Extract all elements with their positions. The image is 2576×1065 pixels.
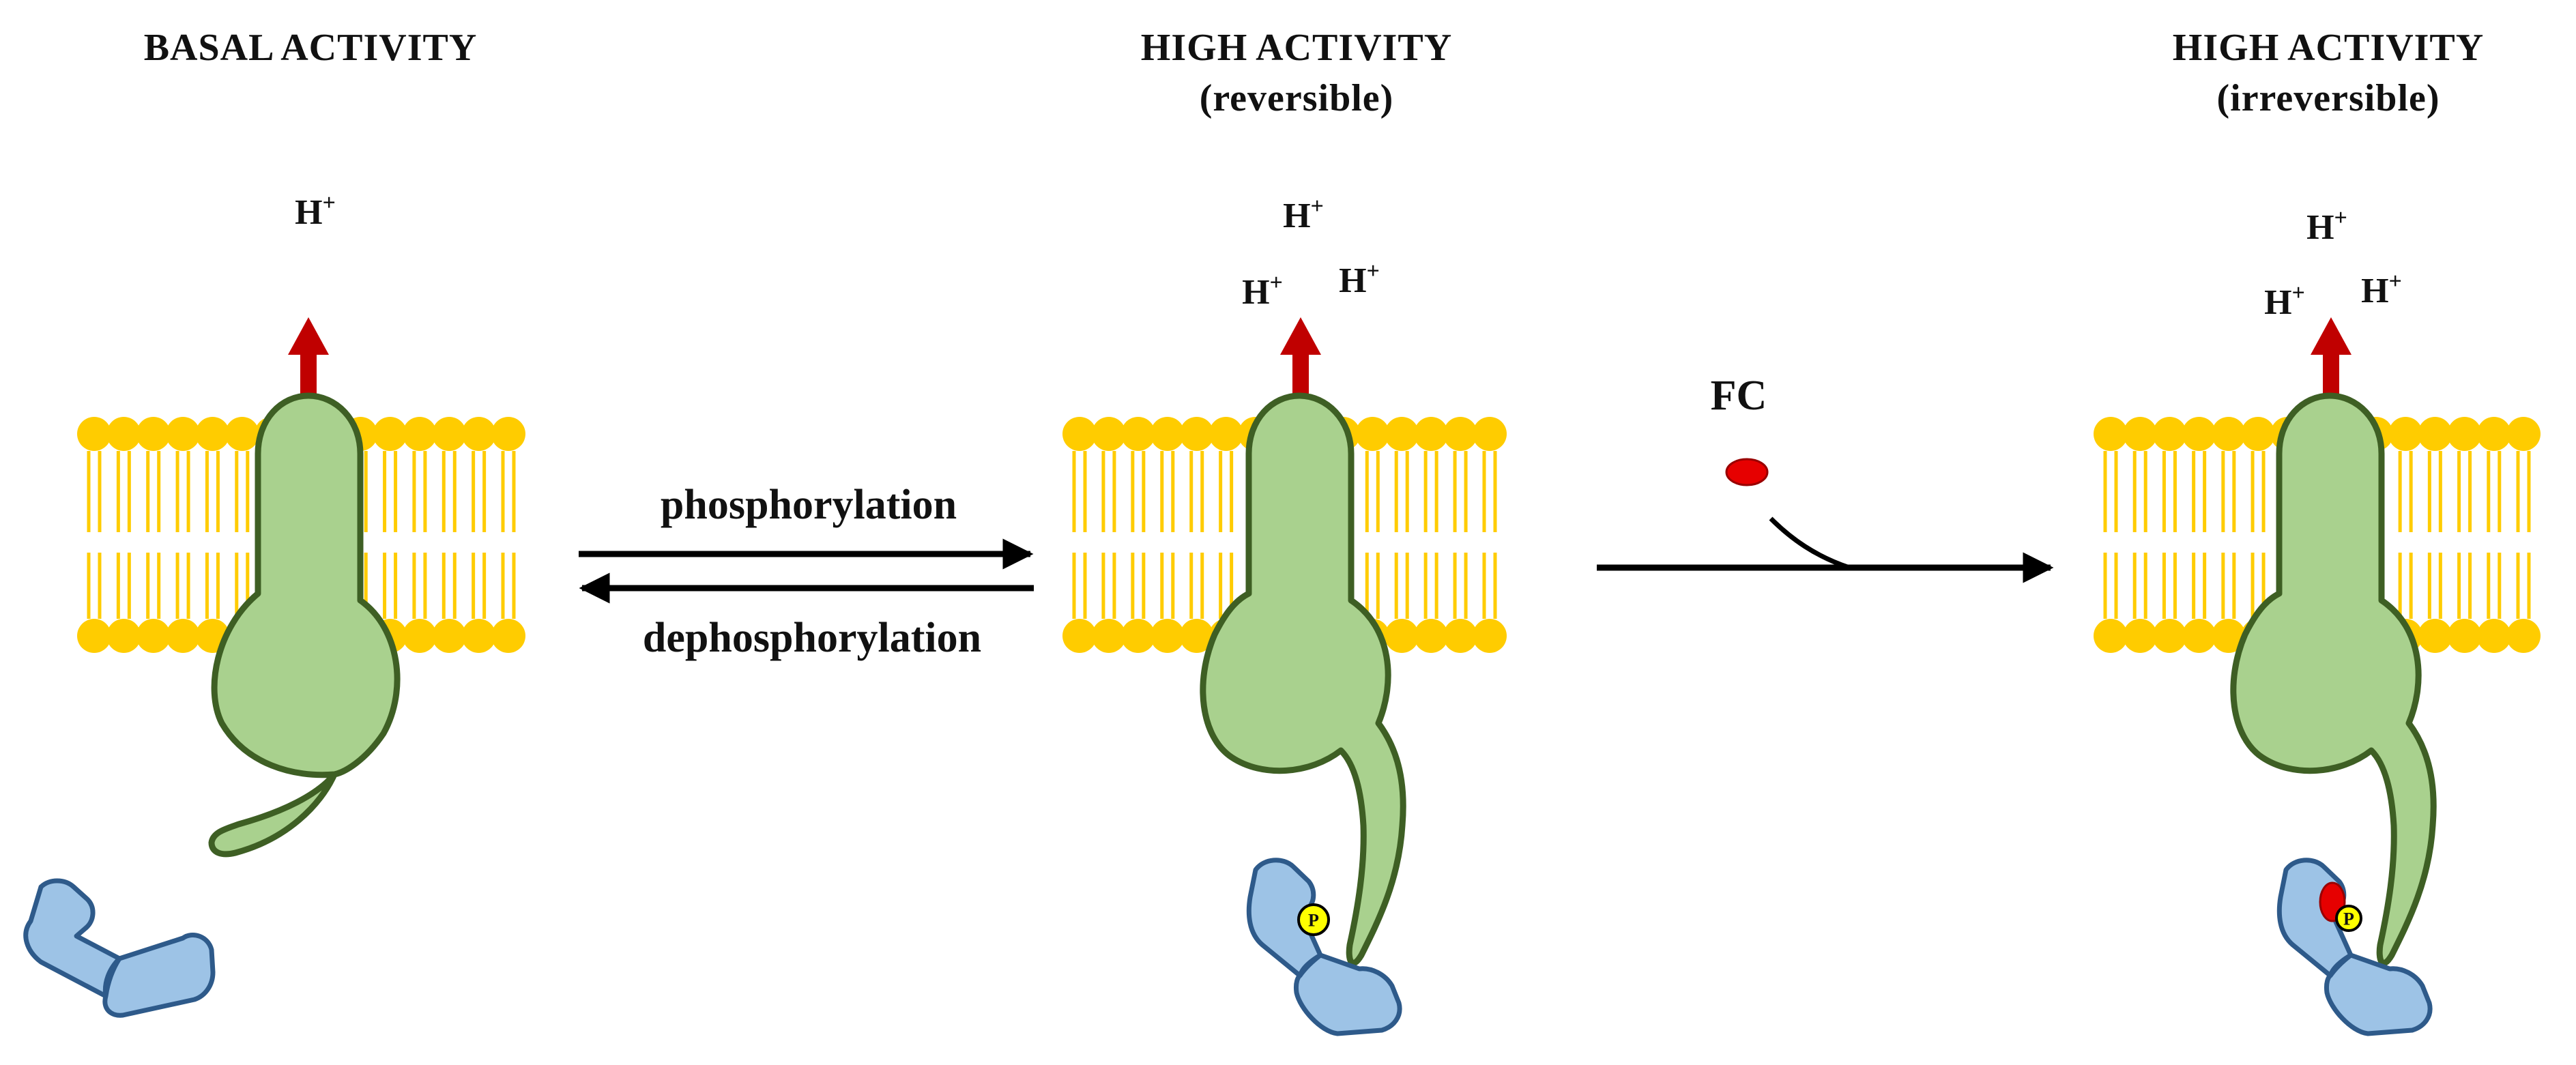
- lipid-head: [1385, 417, 1419, 451]
- lipid-head: [2152, 417, 2187, 451]
- lipid-head: [1120, 619, 1155, 653]
- lipid-head: [1355, 417, 1390, 451]
- proton-pump-activated: [2230, 392, 2437, 967]
- proton-pump-basal: [208, 392, 401, 858]
- lipid-head: [2418, 619, 2452, 653]
- lipid-head: [2211, 619, 2246, 653]
- proton-efflux-arrow: [2311, 317, 2351, 399]
- phosphorylation-label: phosphorylation: [661, 482, 957, 528]
- basal-activity-title: BASAL ACTIVITY: [144, 27, 478, 69]
- lipid-head: [1473, 417, 1507, 451]
- proton-pump-activated: [1200, 392, 1406, 967]
- dephosphorylation-label: dephosphorylation: [643, 615, 981, 661]
- lipid-head: [2388, 417, 2423, 451]
- lipid-head: [2418, 417, 2452, 451]
- lipid-head: [2447, 619, 2482, 653]
- phosphate-group: P: [1297, 903, 1330, 936]
- lipid-head: [432, 417, 467, 451]
- lipid-head: [2476, 619, 2511, 653]
- phosphate-group: P: [2335, 905, 2362, 932]
- reversible-activity-subtitle: (reversible): [1200, 77, 1394, 119]
- proton-label: H+: [1242, 270, 1283, 312]
- lipid-head: [1091, 619, 1126, 653]
- lipid-head: [166, 417, 201, 451]
- irreversible-activity-title: HIGH ACTIVITY: [2173, 27, 2484, 69]
- reversible-activity-title: HIGH ACTIVITY: [1141, 27, 1452, 69]
- lipid-head: [2182, 417, 2216, 451]
- lipid-head: [1414, 417, 1449, 451]
- lipid-head: [402, 619, 437, 653]
- lipid-head: [2123, 619, 2158, 653]
- lipid-head: [1179, 417, 1214, 451]
- lipid-head: [1443, 619, 1478, 653]
- lipid-head: [77, 619, 111, 653]
- lipid-head: [2094, 417, 2128, 451]
- lipid-head: [2152, 619, 2187, 653]
- proton-efflux-arrow: [288, 317, 329, 399]
- lipid-head: [491, 417, 525, 451]
- lipid-head: [2094, 619, 2128, 653]
- lipid-head: [402, 417, 437, 451]
- phosphate-label: P: [1308, 911, 1319, 931]
- 14-3-3-protein-dissociated: [23, 878, 216, 1018]
- lipid-head: [2211, 417, 2246, 451]
- lipid-head: [2123, 417, 2158, 451]
- lipid-head: [1120, 417, 1155, 451]
- proton-efflux-arrow: [1280, 317, 1321, 399]
- lipid-head: [1209, 417, 1243, 451]
- lipid-head: [166, 619, 201, 653]
- proton-label: H+: [295, 190, 336, 232]
- lipid-head: [491, 619, 525, 653]
- lipid-head: [2506, 619, 2541, 653]
- lipid-head: [1473, 619, 1507, 653]
- proton-label: H+: [2361, 269, 2402, 310]
- fusicoccin-label: FC: [1711, 373, 1767, 419]
- lipid-head: [2447, 417, 2482, 451]
- lipid-head: [1414, 619, 1449, 653]
- irreversible-activity-subtitle: (irreversible): [2216, 77, 2440, 119]
- proton-label: H+: [2264, 280, 2305, 322]
- lipid-head: [1062, 417, 1097, 451]
- lipid-head: [1150, 417, 1185, 451]
- lipid-head: [373, 417, 407, 451]
- lipid-head: [136, 417, 171, 451]
- lipid-head: [2241, 417, 2276, 451]
- lipid-head: [461, 417, 496, 451]
- proton-label: H+: [1283, 194, 1324, 235]
- lipid-head: [2476, 417, 2511, 451]
- 14-3-3-protein-bound: [1246, 858, 1402, 1036]
- proton-label: H+: [2306, 205, 2347, 247]
- phosphate-label: P: [2343, 909, 2354, 929]
- lipid-head: [1179, 619, 1214, 653]
- lipid-head: [2506, 417, 2541, 451]
- proton-label: H+: [1339, 259, 1380, 300]
- lipid-head: [2182, 619, 2216, 653]
- lipid-head: [77, 417, 111, 451]
- lipid-head: [106, 417, 141, 451]
- lipid-head: [1062, 619, 1097, 653]
- fusicoccin-molecule: [1725, 458, 1769, 486]
- lipid-head: [106, 619, 141, 653]
- lipid-head: [1443, 417, 1478, 451]
- lipid-head: [225, 417, 259, 451]
- lipid-head: [1091, 417, 1126, 451]
- lipid-head: [195, 417, 230, 451]
- lipid-head: [461, 619, 496, 653]
- lipid-head: [1385, 619, 1419, 653]
- lipid-head: [1150, 619, 1185, 653]
- lipid-head: [136, 619, 171, 653]
- lipid-head: [432, 619, 467, 653]
- fusicoccin-entry-curve: [1769, 516, 1851, 570]
